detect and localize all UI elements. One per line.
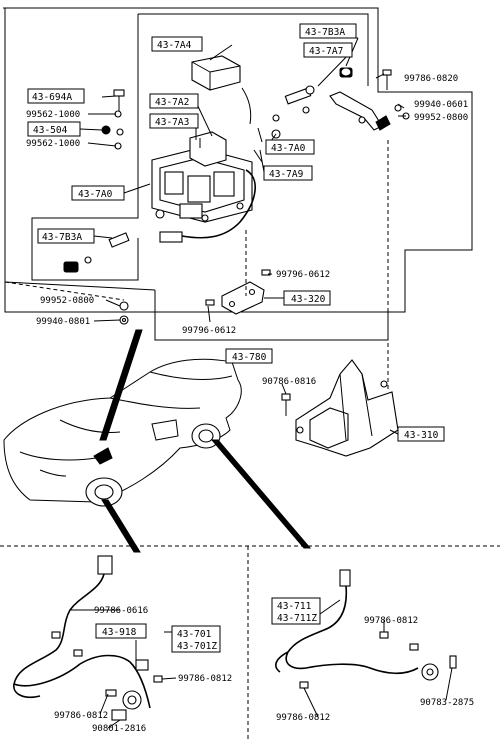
- label-99796-0612-b: 99796-0612: [182, 326, 236, 336]
- mount-bracket-43-310: [281, 359, 399, 457]
- leader-lines: [70, 37, 453, 729]
- leader-dash-3: [4, 281, 125, 301]
- arrow-lower-left: [101, 499, 141, 553]
- label-99786-0812-d: 99786-0812: [276, 713, 330, 723]
- svg-text:43-918: 43-918: [102, 627, 137, 638]
- washers-left: [119, 301, 129, 325]
- label-43-7A7: 43-7A7: [303, 42, 353, 58]
- svg-text:43-7A9: 43-7A9: [269, 169, 304, 180]
- svg-text:43-780: 43-780: [232, 352, 267, 363]
- label-43-7A2: 43-7A2: [149, 93, 199, 109]
- rear-sensor-harness: [275, 569, 457, 689]
- bolt-99786-0820: [382, 69, 392, 90]
- label-99952-0800-a: 99952-0800: [414, 113, 468, 123]
- label-43-504: 43-504: [27, 121, 81, 137]
- label-99562-1000-b: 99562-1000: [26, 139, 80, 149]
- label-99786-0812-a: 99786-0812: [178, 674, 232, 684]
- arrow-upper: [99, 329, 143, 441]
- label-90801-2816: 90801-2816: [92, 724, 146, 734]
- label-99562-1000-a: 99562-1000: [26, 110, 80, 120]
- fitting-43-7B3A: [63, 232, 130, 273]
- svg-text:43-7B3A: 43-7B3A: [305, 27, 345, 38]
- label-90783-2875: 90783-2875: [420, 698, 474, 708]
- label-43-320: 43-320: [283, 290, 331, 306]
- svg-text:43-7A4: 43-7A4: [157, 40, 192, 51]
- svg-text:43-310: 43-310: [404, 430, 439, 441]
- label-99786-0812-c: 99786-0812: [364, 616, 418, 626]
- support-bracket: [329, 91, 410, 131]
- svg-text:43-711Z: 43-711Z: [277, 613, 317, 624]
- label-99786-0812-b: 99786-0812: [54, 711, 108, 721]
- svg-text:43-7A7: 43-7A7: [309, 46, 343, 57]
- label-99940-0801: 99940-0801: [36, 317, 90, 327]
- label-90786-0816: 90786-0816: [262, 377, 316, 387]
- bracket-wire: [253, 127, 263, 163]
- svg-text:43-694A: 43-694A: [32, 92, 72, 103]
- label-43-7A4: 43-7A4: [151, 36, 203, 52]
- relay-box: [191, 55, 241, 91]
- label-43-7A3: 43-7A3: [149, 113, 199, 129]
- assembly-frame: [3, 7, 473, 341]
- svg-text:43-7A0: 43-7A0: [78, 189, 113, 200]
- svg-text:43-320: 43-320: [291, 294, 326, 305]
- bracket-43-320: [205, 269, 271, 315]
- label-43-7B3A-top: 43-7B3A: [299, 23, 357, 39]
- svg-text:43-701: 43-701: [177, 629, 212, 640]
- label-99786-0820: 99786-0820: [404, 74, 458, 84]
- label-99796-0612-a: 99796-0612: [276, 270, 330, 280]
- label-43-7A0-right: 43-7A0: [265, 139, 315, 155]
- label-43-7A9: 43-7A9: [263, 165, 313, 181]
- hydraulic-unit: [151, 131, 253, 223]
- svg-text:43-701Z: 43-701Z: [177, 641, 217, 652]
- label-43-701-group: 43-701 43-701Z: [171, 625, 221, 653]
- svg-text:43-504: 43-504: [33, 125, 68, 136]
- label-43-7B3A-left: 43-7B3A: [37, 228, 95, 244]
- svg-text:43-7A0: 43-7A0: [271, 143, 306, 154]
- harness-connector: [159, 231, 183, 243]
- label-99940-0601: 99940-0601: [414, 100, 468, 110]
- arrow-lower-right: [210, 439, 312, 549]
- svg-text:43-7B3A: 43-7B3A: [42, 232, 82, 243]
- label-99952-0800-b: 99952-0800: [40, 296, 94, 306]
- label-43-780: 43-780: [225, 348, 273, 364]
- svg-text:43-7A2: 43-7A2: [155, 97, 189, 108]
- svg-text:43-7A3: 43-7A3: [155, 117, 189, 128]
- front-sensor-harness: [13, 555, 163, 721]
- label-43-310: 43-310: [397, 426, 445, 442]
- relay-wire: [241, 87, 252, 125]
- label-99786-0616: 99786-0616: [94, 606, 148, 616]
- left-fasteners: [101, 89, 125, 150]
- unit-harness: [181, 169, 256, 239]
- pipe-fittings: [271, 67, 353, 139]
- label-43-7A0-left: 43-7A0: [71, 185, 125, 201]
- label-43-711-group: 43-711 43-711Z: [271, 597, 321, 625]
- car-silhouette: [3, 358, 242, 507]
- label-43-918: 43-918: [95, 623, 147, 639]
- svg-text:43-711: 43-711: [277, 601, 312, 612]
- label-43-694A: 43-694A: [27, 88, 85, 104]
